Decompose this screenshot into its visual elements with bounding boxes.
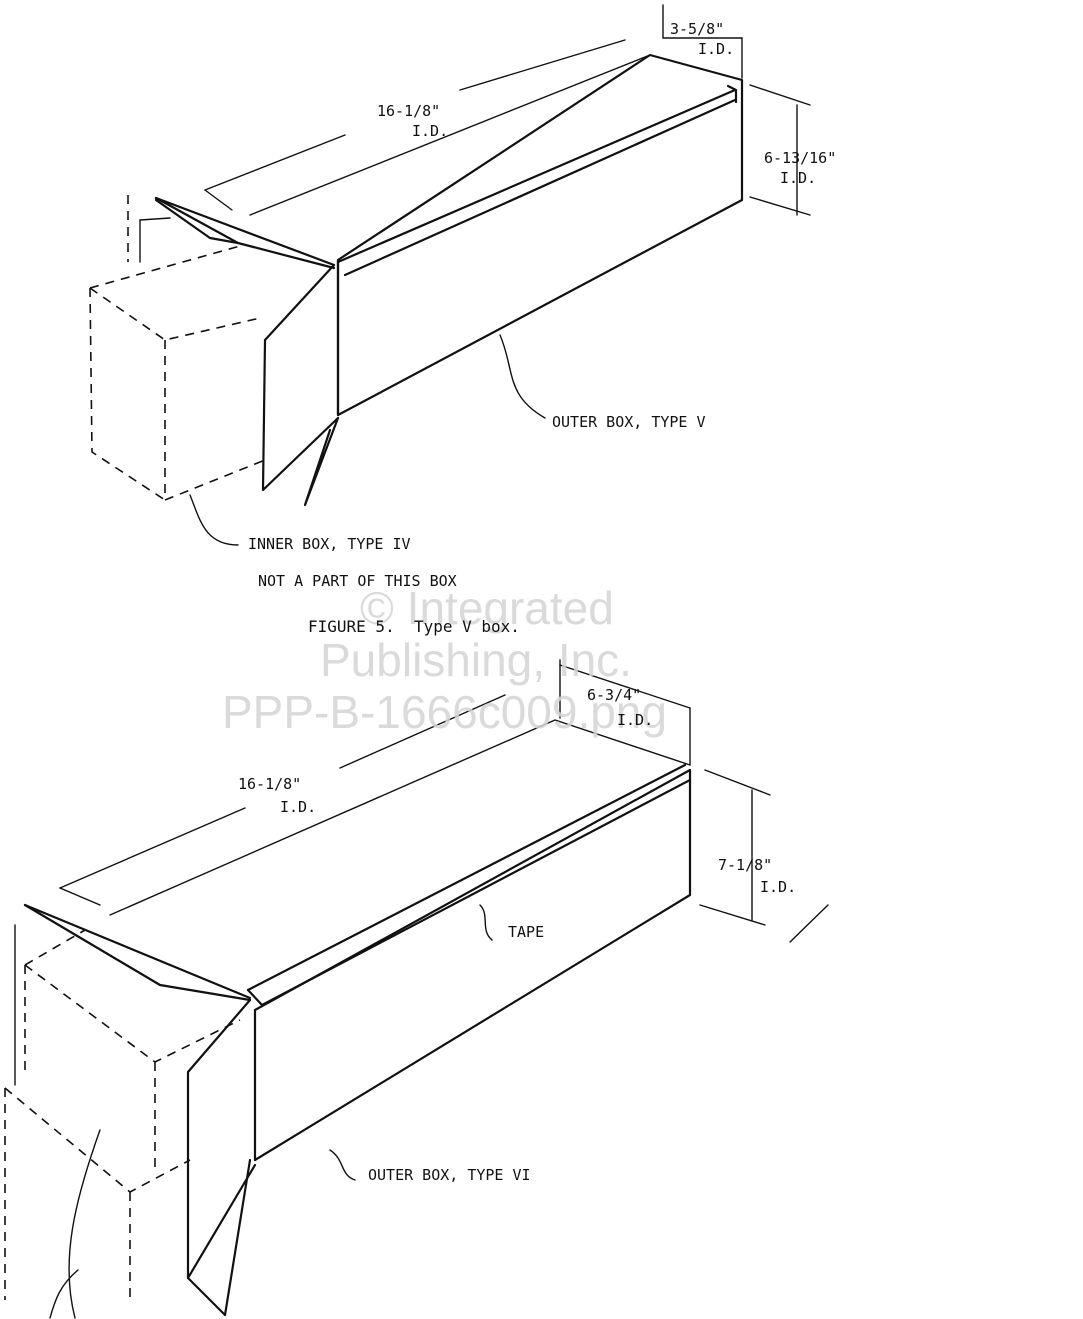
figure5-length-label: 16-1/8" [377, 102, 441, 120]
figure6-inner-box [4, 929, 241, 1300]
figure5-caption: FIGURE 5. Type V box. [308, 617, 520, 636]
figure6-outer-box [14, 719, 692, 1317]
figure6-tape-label: TAPE [508, 923, 545, 941]
figure5-height-label: 6-13/16" [764, 149, 837, 167]
figure6-height-label: 7-1/8" [718, 856, 773, 874]
figure5-width-id: I.D. [698, 40, 735, 58]
figure6-width-id: I.D. [617, 711, 654, 729]
figure5-length-id: I.D. [412, 122, 449, 140]
watermark-line2: Publishing, Inc. [320, 634, 632, 686]
figure6-tape-leader [479, 904, 493, 941]
figure5-width-label: 3-5/8" [670, 20, 725, 38]
figure5-outer-leader [499, 334, 546, 419]
watermark-line1: © Integrated [360, 582, 614, 634]
figure5-inner-note: NOT A PART OF THIS BOX [258, 572, 457, 590]
figure5-inner-leader [189, 494, 239, 546]
figure6-height-id: I.D. [760, 878, 797, 896]
watermark-line3: PPP-B-1666c009.png [222, 686, 667, 738]
figure6-drawing [4, 659, 829, 1319]
figure5-drawing [89, 4, 811, 546]
figure6-length-label: 16-1/8" [238, 775, 302, 793]
figure5-inner-box [89, 195, 266, 502]
figure6-outer-box-label: OUTER BOX, TYPE VI [368, 1166, 531, 1184]
figure6-inner-leader [68, 1129, 101, 1319]
figure5-outer-box [139, 53, 744, 507]
figure5-outer-box-label: OUTER BOX, TYPE V [552, 413, 706, 431]
figure6-length-id: I.D. [280, 798, 317, 816]
figure6-dimension-lines [59, 659, 829, 943]
figure6-width-label: 6-3/4" [587, 686, 642, 704]
figure6-outer-leader [329, 1149, 356, 1181]
figure5-dimension-lines [204, 4, 811, 216]
figure5-inner-box-label: INNER BOX, TYPE IV [248, 535, 411, 553]
figure5-height-id: I.D. [780, 169, 817, 187]
